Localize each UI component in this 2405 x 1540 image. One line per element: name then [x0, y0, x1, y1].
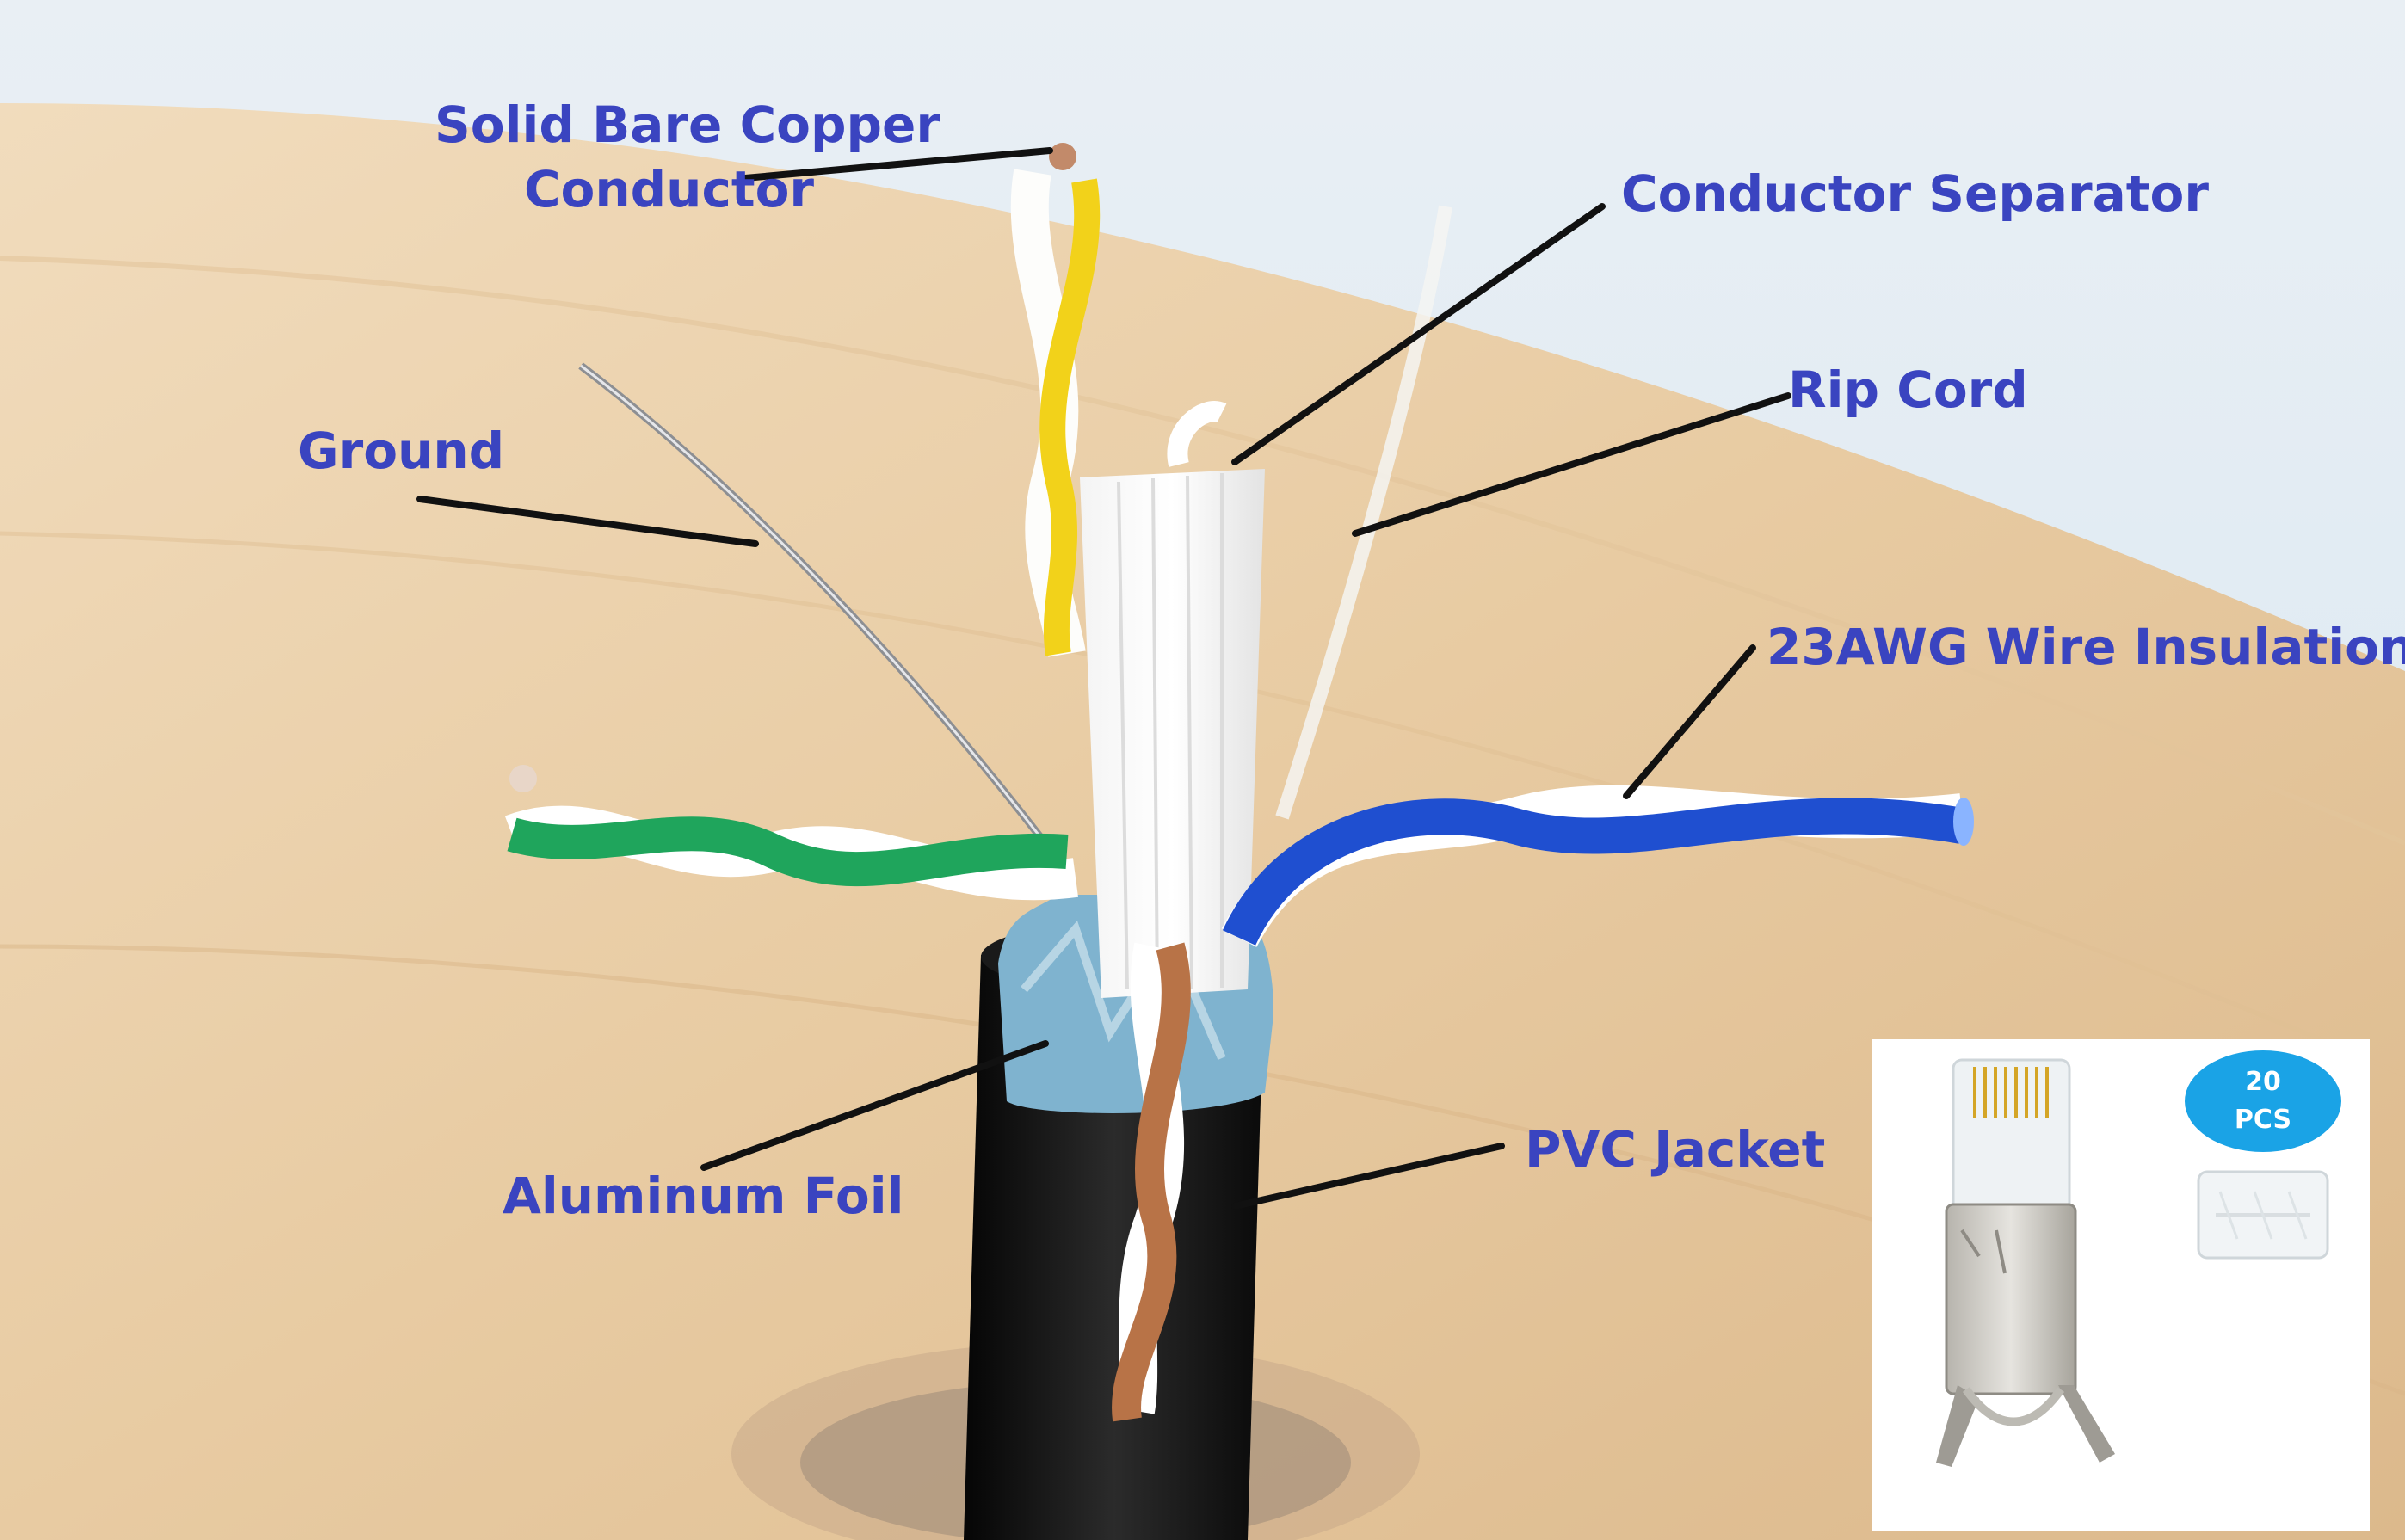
- label-pvc-jacket: PVC Jacket: [1525, 1120, 1826, 1179]
- leader-line-foil: [700, 1040, 1049, 1171]
- rip-cord: [1275, 205, 1452, 820]
- rj45-boot: [2197, 1170, 2329, 1260]
- label-ground: Ground: [298, 422, 505, 480]
- label-solid-bare-copper-line2: Conductor: [523, 159, 815, 219]
- quantity-unit: PCS: [2234, 1105, 2292, 1135]
- leader-line-insulation: [1623, 644, 1756, 799]
- leader-line-ground: [416, 496, 759, 547]
- label-23awg-wire-insulation: 23AWG Wire Insulation: [1767, 618, 2405, 676]
- copper-conductor-tip: [1049, 143, 1076, 170]
- rj45-plug: [1936, 1058, 2115, 1467]
- leader-line-rip-cord: [1352, 392, 1791, 537]
- label-aluminum-foil: Aluminum Foil: [503, 1167, 904, 1225]
- leader-line-copper: [742, 147, 1053, 182]
- quantity-count: 20: [2245, 1067, 2281, 1097]
- leader-lines: [416, 147, 1791, 1210]
- label-solid-bare-copper-conductor: Solid Bare Copper Conductor: [435, 95, 940, 219]
- quantity-badge: 20 PCS: [2185, 1050, 2341, 1152]
- leader-line-jacket: [1231, 1143, 1505, 1210]
- label-solid-bare-copper-line1: Solid Bare Copper: [435, 95, 940, 154]
- label-conductor-separator: Conductor Separator: [1621, 164, 2209, 223]
- leader-line-separator: [1231, 203, 1606, 465]
- label-rip-cord: Rip Cord: [1788, 360, 2028, 419]
